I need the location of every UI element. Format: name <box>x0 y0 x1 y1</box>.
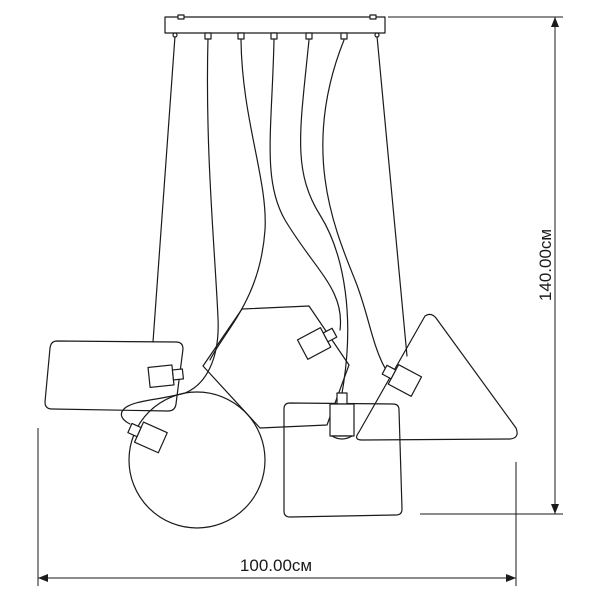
height-dimension: 140.00см <box>388 16 563 515</box>
suspension-cords <box>120 35 408 425</box>
cord-terminals <box>172 32 380 40</box>
rectangle-frame <box>44 340 184 412</box>
cord-4 <box>269 39 342 331</box>
ceiling-canopy <box>164 14 386 34</box>
circle-frame <box>128 391 266 529</box>
cord-5 <box>300 39 349 394</box>
lamp-socket-3 <box>296 327 338 360</box>
lamp-socket-2 <box>127 421 168 454</box>
cord-3 <box>209 39 266 361</box>
lamp-socket-4 <box>329 392 355 440</box>
lamp-socket-1 <box>147 364 185 389</box>
triangle-frame <box>356 313 518 441</box>
square-frame <box>283 402 403 518</box>
lamp-socket-5 <box>381 364 423 397</box>
hexagon-frame <box>202 305 350 429</box>
height-dimension-label: 140.00см <box>536 229 555 301</box>
cord-1 <box>152 35 176 343</box>
cord-6 <box>322 39 386 369</box>
width-dimension: 100.00см <box>37 428 517 586</box>
width-dimension-label: 100.00см <box>240 556 312 575</box>
cord-7 <box>376 35 408 357</box>
